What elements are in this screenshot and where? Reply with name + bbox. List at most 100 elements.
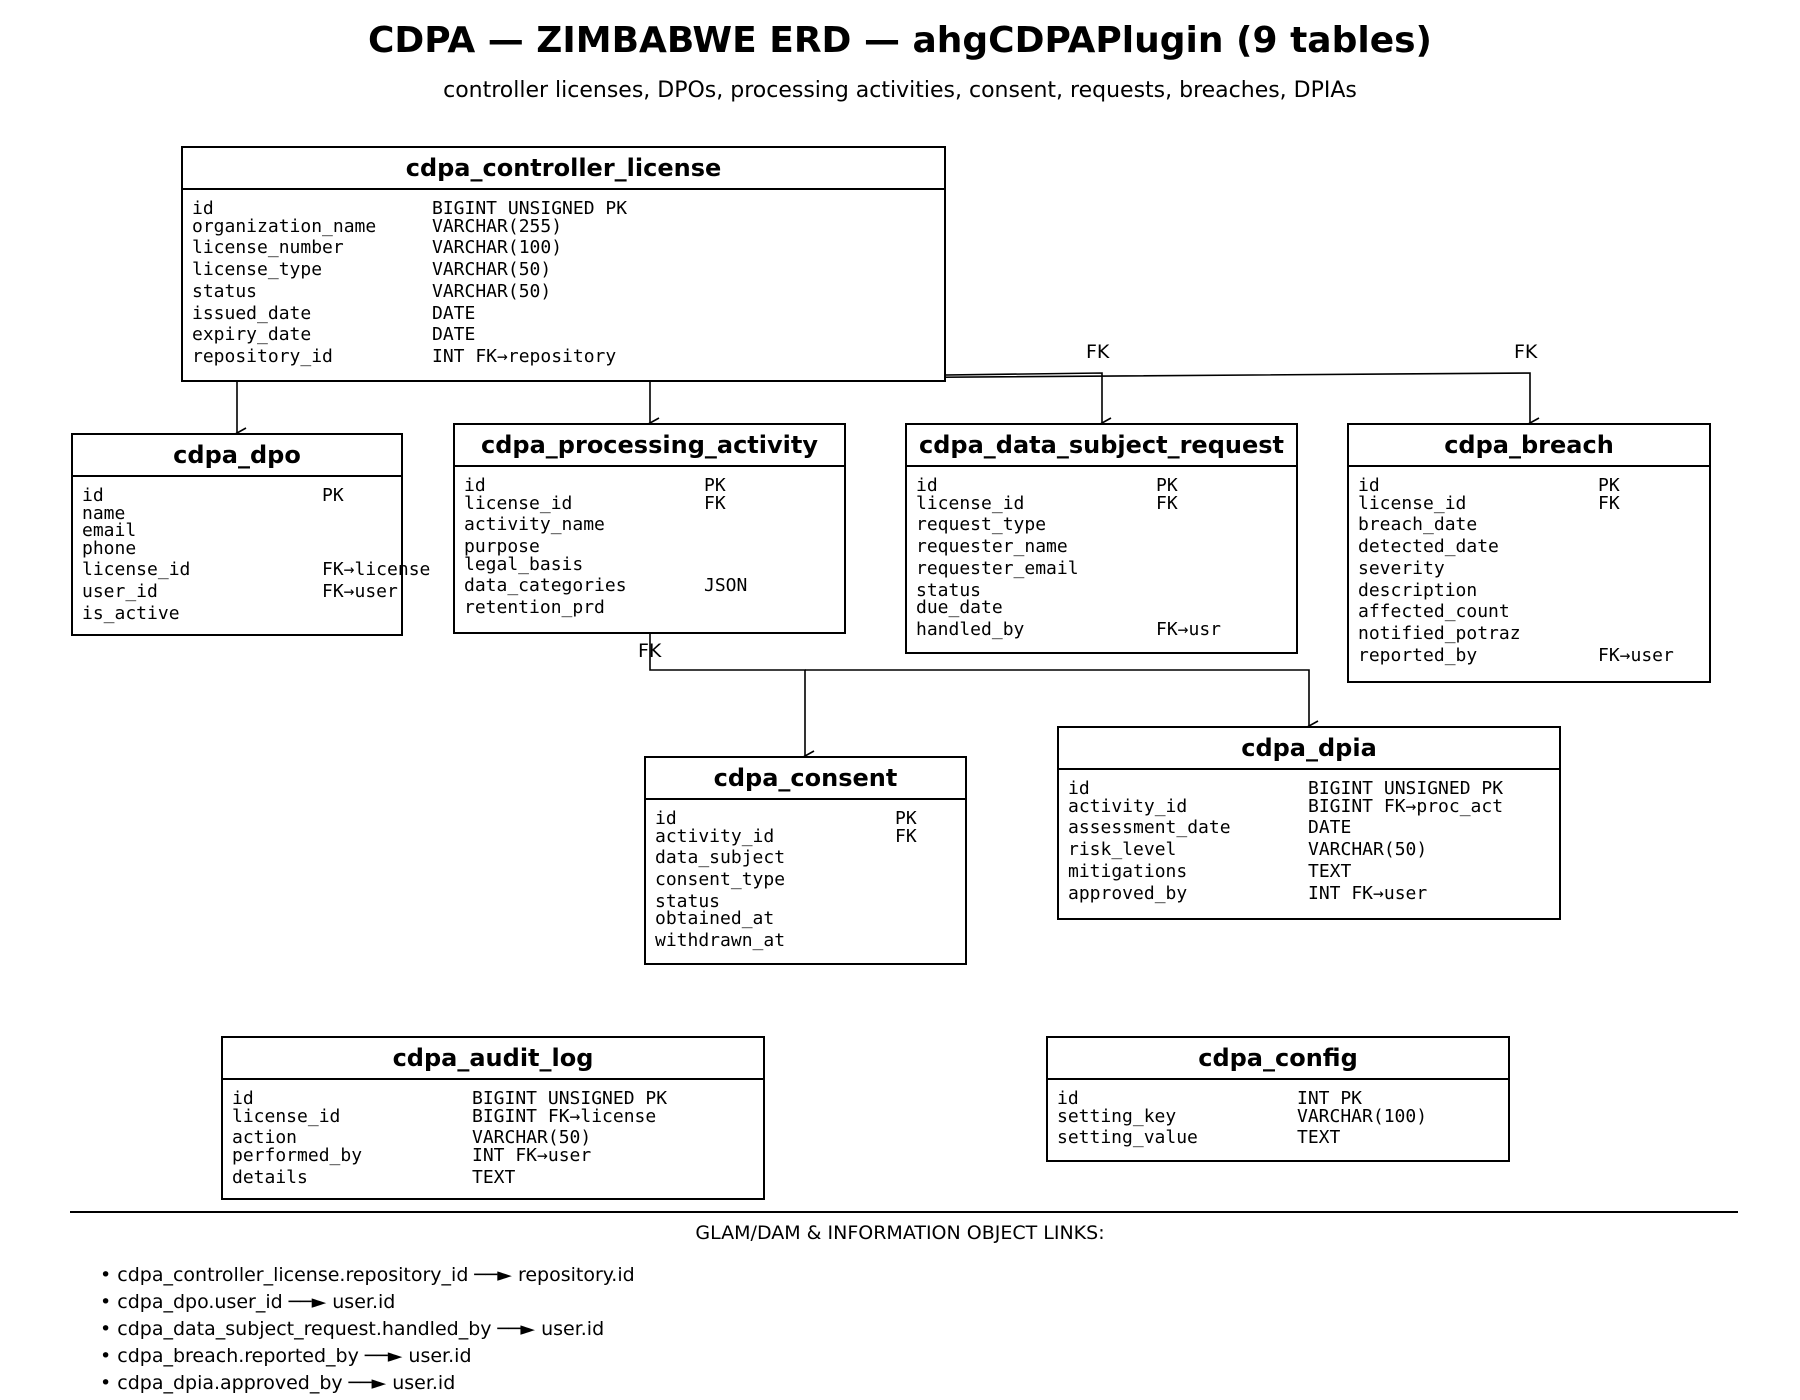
column-name: license_id — [916, 492, 1025, 514]
table-title: cdpa_consent — [646, 758, 965, 800]
table-title: cdpa_breach — [1349, 425, 1709, 467]
table-row: license_number VARCHAR(100) — [192, 237, 944, 259]
column-type: VARCHAR(100) — [1297, 1105, 1428, 1127]
table-row: detected_date — [1358, 536, 1709, 558]
table-row: id BIGINT UNSIGNED PK — [232, 1088, 763, 1109]
list-item: • cdpa_dpia.approved_by ──► user.id — [100, 1372, 456, 1394]
table-row: purpose — [464, 536, 844, 557]
column-type: BIGINT UNSIGNED PK — [472, 1088, 668, 1109]
column-name: severity — [1358, 557, 1445, 579]
column-type: PK — [322, 485, 344, 506]
column-name: activity_id — [655, 825, 775, 847]
table-row: data_subject — [655, 847, 965, 869]
column-name: approved_by — [1068, 882, 1188, 904]
column-type: FK — [1598, 492, 1620, 514]
table-row: email — [82, 520, 401, 541]
column-type: VARCHAR(100) — [432, 237, 563, 259]
table-row: retention_prd — [464, 597, 844, 619]
table-row: requester_name — [916, 536, 1296, 558]
table-row: severity — [1358, 558, 1709, 580]
fk-label: FK — [638, 640, 662, 662]
column-type: PK — [1156, 475, 1178, 496]
table-title: cdpa_controller_license — [183, 148, 944, 190]
table-title: cdpa_dpia — [1059, 728, 1559, 770]
column-name: reported_by — [1358, 645, 1478, 667]
column-name: request_type — [916, 514, 1047, 536]
column-name: requester_email — [916, 557, 1079, 579]
column-name: name — [82, 502, 126, 524]
column-name: affected_count — [1358, 601, 1510, 623]
table-row: request_type — [916, 514, 1296, 536]
table-row: activity_id FK — [655, 826, 965, 848]
list-item: • cdpa_dpo.user_id ──► user.id — [100, 1291, 396, 1313]
table-row: is_active — [82, 603, 401, 625]
column-type: PK — [895, 808, 917, 829]
list-item: • cdpa_data_subject_request.handled_by ─… — [100, 1318, 605, 1340]
column-name: description — [1358, 579, 1478, 601]
column-type: VARCHAR(50) — [432, 280, 552, 302]
column-name: handled_by — [916, 618, 1025, 640]
column-name: assessment_date — [1068, 817, 1231, 839]
column-name: expiry_date — [192, 324, 312, 346]
table-row: description — [1358, 580, 1709, 602]
column-type: INT FK→user — [472, 1144, 592, 1166]
column-name: phone — [82, 537, 137, 559]
column-name: license_number — [192, 237, 344, 259]
column-name: performed_by — [232, 1144, 363, 1166]
column-name: id — [232, 1088, 254, 1109]
column-type: VARCHAR(50) — [1308, 839, 1428, 861]
column-name: purpose — [464, 536, 540, 558]
table-row: status — [655, 891, 965, 912]
column-name: user_id — [82, 581, 158, 603]
column-name: status — [916, 579, 982, 601]
column-name: retention_prd — [464, 597, 605, 619]
column-name: breach_date — [1358, 514, 1478, 536]
links-section-title: GLAM/DAM & INFORMATION OBJECT LINKS: — [695, 1222, 1105, 1244]
table-row: status — [916, 580, 1296, 601]
column-name: repository_id — [192, 346, 333, 368]
column-type: DATE — [432, 324, 476, 346]
table-row: legal_basis — [464, 554, 844, 576]
fk-line-processing-activity-to-consent — [649, 634, 815, 762]
table-row: approved_by INT FK→user — [1068, 883, 1559, 905]
column-name: is_active — [82, 602, 180, 624]
list-item: • cdpa_controller_license.repository_id … — [100, 1264, 635, 1286]
column-name: data_subject — [655, 847, 786, 869]
column-name: id — [1358, 475, 1380, 496]
table-row: due_date — [916, 597, 1296, 619]
column-name: consent_type — [655, 869, 786, 891]
column-name: legal_basis — [464, 553, 584, 575]
column-type: INT FK→user — [1308, 882, 1428, 904]
column-type: BIGINT FK→proc_act — [1308, 795, 1504, 817]
column-name: activity_id — [1068, 795, 1188, 817]
fk-label: FK — [1086, 341, 1110, 363]
column-name: data_categories — [464, 575, 627, 597]
table-row: withdrawn_at — [655, 930, 965, 952]
column-type: TEXT — [472, 1166, 516, 1188]
table-row: requester_email — [916, 558, 1296, 580]
column-type: FK — [895, 825, 917, 847]
column-name: status — [192, 280, 258, 302]
